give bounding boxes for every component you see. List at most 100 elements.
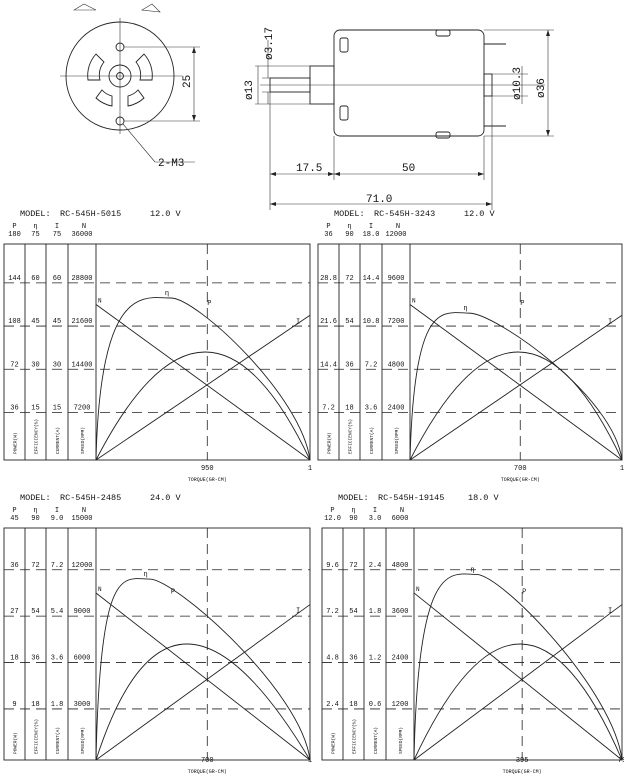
efficiency-curve (95, 578, 311, 761)
column-header: N (82, 223, 86, 231)
speed-curve (409, 304, 623, 461)
scale-max-value: 3.0 (369, 515, 382, 523)
scale-value: 14.4 (363, 275, 380, 283)
x-axis-label: TORQUE(GR-CM) (188, 769, 227, 775)
model-name: RC-545H-5015 (60, 209, 121, 219)
curve-label-current: I (608, 318, 612, 326)
scale-value: 108 (8, 318, 21, 326)
x-axis-label: TORQUE(GR-CM) (503, 769, 542, 775)
scale-value: 45 (31, 318, 39, 326)
vent-slot-icon (135, 53, 153, 81)
vent-slot-icon (127, 89, 145, 107)
scale-value: 21600 (71, 318, 92, 326)
column-header: η (347, 223, 351, 231)
power-curve (413, 643, 623, 761)
scale-value: 1.2 (369, 655, 382, 663)
column-header: η (351, 507, 355, 515)
x-axis-label: TORQUE(GR-CM) (188, 477, 227, 483)
current-curve (413, 604, 623, 761)
scale-value: 2.4 (369, 562, 382, 570)
voltage-label: 12.0 V (150, 209, 182, 219)
scale-value: 14.4 (320, 361, 337, 369)
curve-label-speed: N (98, 586, 102, 593)
scale-value: 7.2 (326, 608, 339, 616)
model-label: MODEL: (334, 209, 365, 219)
curve-label-current: I (296, 318, 300, 326)
scale-value: 10.8 (363, 318, 380, 326)
scale-max-value: 9.0 (51, 515, 64, 523)
scale-value: 18 (31, 701, 39, 709)
column-title: CURRENT(A) (373, 727, 379, 754)
scale-max-value: 36000 (71, 231, 92, 239)
column-header: η (33, 223, 37, 231)
power-curve (95, 351, 311, 461)
column-title: POWER(W) (331, 732, 337, 754)
power-curve (409, 351, 623, 461)
curve-label-power: P (520, 300, 524, 308)
scale-max-value: 15000 (71, 515, 92, 523)
body-length-label: 50 (402, 163, 415, 175)
model-name: RC-545H-19145 (378, 493, 444, 503)
x-tick-label: 1 (620, 465, 624, 473)
boss-diameter-label: ø13 (244, 80, 256, 100)
curve-label-current: I (608, 608, 612, 616)
scale-value: 3.6 (51, 655, 64, 663)
x-axis-label: TORQUE(GR-CM) (501, 477, 540, 483)
scale-value: 3.6 (365, 404, 378, 412)
scale-value: 54 (345, 318, 353, 326)
scale-value: 14400 (71, 361, 92, 369)
motor-body (333, 29, 485, 137)
column-title: CURRENT(A) (55, 727, 61, 754)
scale-value: 9.6 (326, 562, 339, 570)
chart-frame (317, 243, 623, 461)
model-label: MODEL: (338, 493, 369, 503)
scale-max-value: 75 (31, 231, 39, 239)
scale-value: 12000 (71, 562, 92, 570)
side-view-drawing: ø3.17 ø13 ø10.3 ø36 17.5 50 71.0 (244, 27, 554, 210)
power-curve (95, 643, 311, 761)
curve-label-power: P (522, 589, 526, 597)
column-title: EFFICIENCY(%) (348, 419, 354, 454)
vent-slot-icon (87, 53, 105, 81)
efficiency-curve (95, 297, 311, 461)
scale-value: 2.4 (326, 701, 339, 709)
column-title: EFFICIENCY(%) (352, 719, 358, 754)
scale-max-value: 75 (53, 231, 61, 239)
scale-value: 54 (31, 608, 39, 616)
voltage-label: 18.0 V (468, 493, 500, 503)
scale-value: 1200 (392, 701, 409, 709)
scale-value: 28.8 (320, 275, 337, 283)
current-curve (95, 314, 311, 461)
column-title: EFFICIENCY(%) (34, 419, 40, 454)
voltage-label: 12.0 V (464, 209, 496, 219)
scale-value: 3600 (392, 608, 409, 616)
scale-value: 72 (31, 562, 39, 570)
scale-value: 27 (10, 608, 18, 616)
column-title: SPEED(RPM) (398, 727, 404, 754)
scale-value: 18 (349, 701, 357, 709)
column-title: EFFICIENCY(%) (34, 719, 40, 754)
column-title: POWER(W) (327, 432, 333, 454)
column-header: N (396, 223, 400, 231)
curve-label-efficiency: η (165, 290, 169, 298)
scale-value: 0.6 (369, 701, 382, 709)
scale-value: 2400 (388, 404, 405, 412)
column-title: SPEED(RPM) (80, 427, 86, 454)
column-title: CURRENT(A) (369, 427, 375, 454)
hole-callout: 2-M3 (158, 158, 184, 170)
chart-frame (3, 527, 311, 761)
column-header: I (373, 507, 377, 515)
curve-label-efficiency: η (470, 566, 474, 574)
scale-max-value: 12000 (385, 231, 406, 239)
column-header: N (82, 507, 86, 515)
chart-frame (3, 243, 311, 461)
scale-value: 21.6 (320, 318, 337, 326)
scale-value: 4800 (392, 562, 409, 570)
body-diameter-label: ø36 (536, 78, 548, 98)
scale-max-value: 12.0 (324, 515, 341, 523)
total-length-label: 71.0 (366, 194, 392, 206)
